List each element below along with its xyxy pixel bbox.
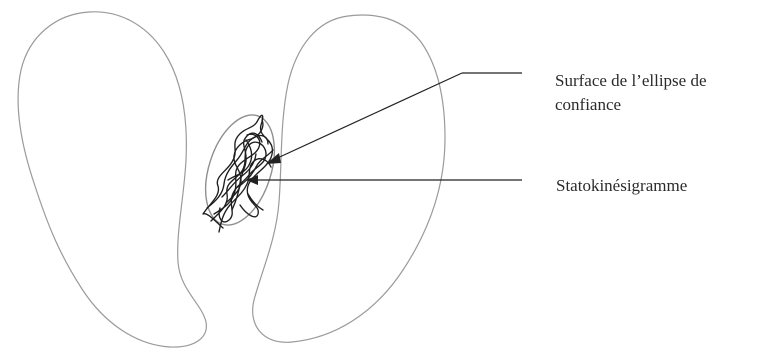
statokinesigramme-pointer <box>246 175 522 185</box>
left-foot-outline <box>18 12 206 347</box>
statokinesigramme-label: Statokinésigramme <box>556 174 687 198</box>
statokinesigram-trace <box>203 115 273 232</box>
ellipse-label-line-2: confiance <box>555 93 707 117</box>
ellipse-pointer <box>266 73 522 164</box>
ellipse-label-line-1: Surface de l’ellipse de <box>555 69 707 93</box>
right-foot-outline <box>253 15 445 342</box>
ellipse-label: Surface de l’ellipse de confiance <box>555 69 707 117</box>
